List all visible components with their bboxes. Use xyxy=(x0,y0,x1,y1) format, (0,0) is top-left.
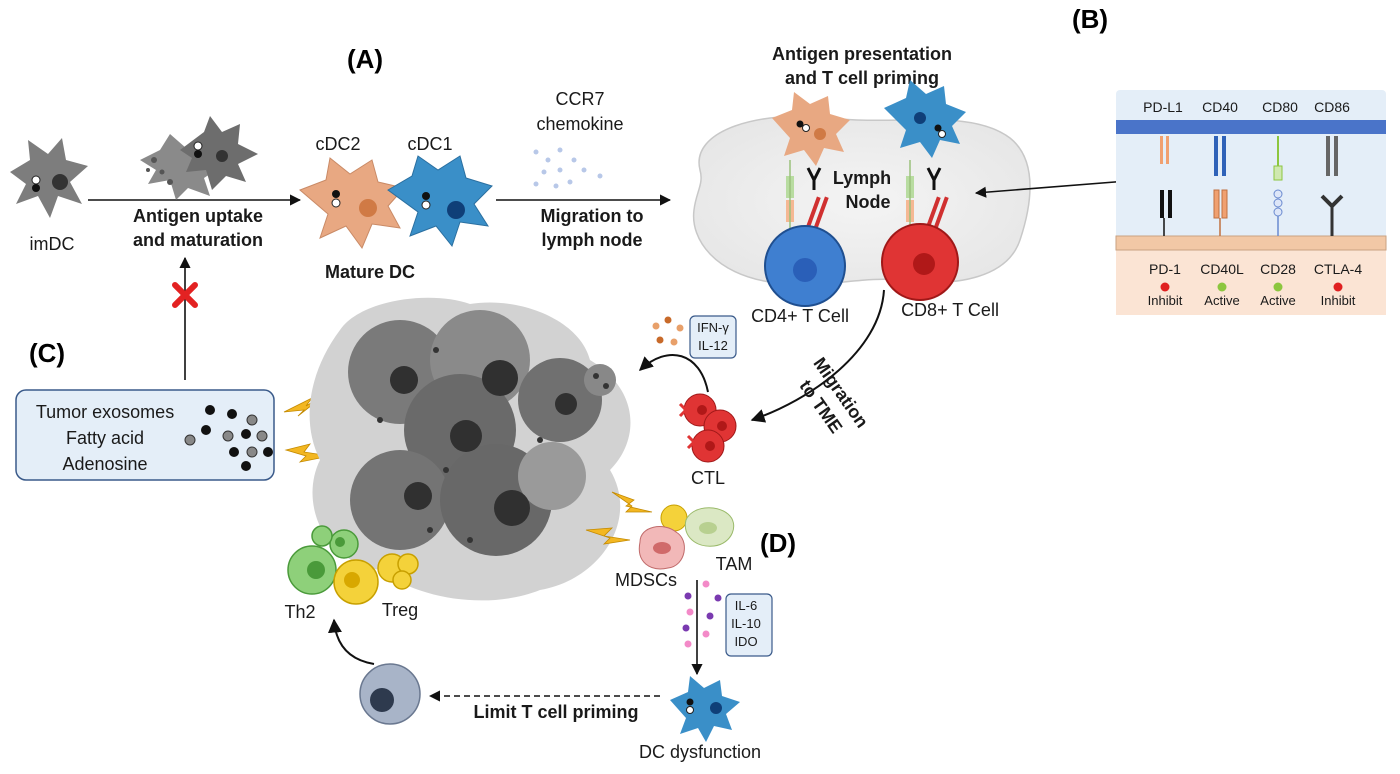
cdc2-cell xyxy=(299,157,405,250)
migration-tme-arrow xyxy=(750,289,885,423)
lightning-icon xyxy=(585,527,631,545)
effect-cd28-label: Active xyxy=(1260,293,1295,308)
ctl-label: CTL xyxy=(691,468,725,488)
receptor-cd80-label: CD80 xyxy=(1262,99,1298,115)
cytokine-ido: IDO xyxy=(734,634,757,649)
migration-label-line2: lymph node xyxy=(541,230,642,250)
tcell-membrane xyxy=(1115,235,1387,251)
receptor-cd40l-label: CD40L xyxy=(1200,261,1244,277)
lymph-node-label-line1: Lymph xyxy=(833,168,891,188)
panel-label-c: (C) xyxy=(29,338,65,368)
presentation-label-line2: and T cell priming xyxy=(785,68,939,88)
ln-synapse-cd4 xyxy=(786,160,829,240)
ccr7-label-line1: CCR7 xyxy=(555,89,604,109)
receptor-ctla4-label: CTLA-4 xyxy=(1314,261,1362,277)
naive-t-cell xyxy=(359,663,421,725)
tam-cells xyxy=(660,504,735,547)
receptor-panel-arrow xyxy=(974,179,1141,198)
cytokine-il10: IL-10 xyxy=(731,616,761,631)
cd86-ctla4-pair xyxy=(1320,136,1344,236)
cytokine-dots-top xyxy=(652,316,684,346)
effect-dot-ctla4 xyxy=(1333,282,1343,292)
imdc-cell xyxy=(10,138,88,218)
panel-label-a: (A) xyxy=(347,44,383,74)
cd40-cd40l-pair xyxy=(1213,136,1228,236)
effect-dot-pd1 xyxy=(1160,282,1170,292)
cd8-t-cell xyxy=(881,223,959,301)
cd4-label: CD4+ T Cell xyxy=(751,306,849,326)
dysfunctional-dc-cell xyxy=(670,676,740,742)
cd80-cd28-pair xyxy=(1273,136,1283,236)
receptor-panel xyxy=(1115,90,1387,315)
factor-tumor-exosomes: Tumor exosomes xyxy=(36,402,174,422)
ctl-attack-arrow xyxy=(638,354,709,393)
cdc2-label: cDC2 xyxy=(315,134,360,154)
uptake-cells xyxy=(140,116,258,200)
effect-ctla4-label: Inhibit xyxy=(1321,293,1356,308)
th2-cells xyxy=(287,525,359,595)
dc-membrane xyxy=(1116,120,1386,134)
panel-label-b: (B) xyxy=(1072,4,1108,34)
cytokine-il6: IL-6 xyxy=(735,598,757,613)
receptor-pdl1-label: PD-L1 xyxy=(1143,99,1183,115)
panel-label-d: (D) xyxy=(760,528,796,558)
receptor-cd86-label: CD86 xyxy=(1314,99,1350,115)
effect-pd1-label: Inhibit xyxy=(1148,293,1183,308)
effect-dot-cd40l xyxy=(1217,282,1227,292)
lightning-icon xyxy=(611,491,653,513)
mdsc-cell xyxy=(638,526,685,570)
uptake-label-line1: Antigen uptake xyxy=(133,206,263,226)
mature-dc-label: Mature DC xyxy=(325,262,415,282)
cytokine-dots-bottom xyxy=(682,580,722,648)
cd4-t-cell xyxy=(764,225,846,307)
cytokine-box-bottom xyxy=(725,593,773,657)
uptake-label-line2: and maturation xyxy=(133,230,263,250)
treg-label: Treg xyxy=(382,600,418,620)
lymph-node-label-line2: Node xyxy=(846,192,891,212)
ccr7-label-line2: chemokine xyxy=(536,114,623,134)
receptor-cd28-label: CD28 xyxy=(1260,261,1296,277)
tam-label: TAM xyxy=(716,554,753,574)
ln-cdc2-cell xyxy=(772,92,850,166)
exosome-dots xyxy=(184,405,273,471)
cytokine-il12: IL-12 xyxy=(698,338,728,353)
migration-label-line1: Migration to xyxy=(541,206,644,226)
ctl-cells xyxy=(678,393,737,463)
presentation-label-line1: Antigen presentation xyxy=(772,44,952,64)
mdscs-label: MDSCs xyxy=(615,570,677,590)
factor-fatty-acid: Fatty acid xyxy=(66,428,144,448)
effect-cd40l-label: Active xyxy=(1204,293,1239,308)
factor-adenosine: Adenosine xyxy=(62,454,147,474)
cdc1-label: cDC1 xyxy=(407,134,452,154)
limit-priming-label: Limit T cell priming xyxy=(473,702,638,722)
th2-label: Th2 xyxy=(284,602,315,622)
treg-cells xyxy=(333,553,419,605)
dc-dysfunction-label: DC dysfunction xyxy=(639,742,761,762)
cdc1-cell xyxy=(387,155,493,248)
ln-cdc1-cell xyxy=(884,80,966,158)
tumor-mass xyxy=(309,297,631,601)
receptor-cd40-label: CD40 xyxy=(1202,99,1238,115)
cd8-label: CD8+ T Cell xyxy=(901,300,999,320)
effect-dot-cd28 xyxy=(1273,282,1283,292)
receptor-pd1-label: PD-1 xyxy=(1149,261,1181,277)
cytokine-box-top xyxy=(689,315,737,359)
imdc-label: imDC xyxy=(30,234,75,254)
block-x-icon xyxy=(172,282,198,308)
cytokine-ifn-gamma: IFN-γ xyxy=(697,320,729,335)
naive-to-th2-arrow xyxy=(327,618,375,665)
chemokine-dots xyxy=(533,147,603,189)
pdl1-pd1-pair xyxy=(1160,136,1172,236)
